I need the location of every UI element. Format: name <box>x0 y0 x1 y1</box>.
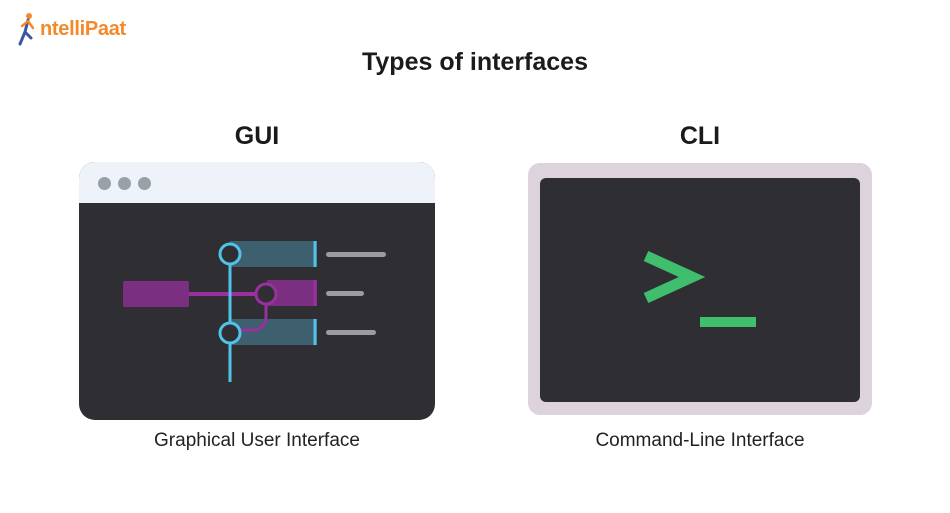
gui-label-line <box>326 291 364 296</box>
logo-wordmark: ntelliPaat <box>40 17 126 40</box>
cli-caption: Command-Line Interface <box>595 430 805 451</box>
window-dot-icon <box>118 177 131 190</box>
gui-label-line <box>326 252 386 257</box>
gui-bar-bottom <box>230 319 317 345</box>
cli-heading: CLI <box>679 122 721 150</box>
gui-titlebar <box>79 162 435 203</box>
gui-label-line <box>326 330 376 335</box>
gui-graph-icon <box>123 241 386 382</box>
gui-heading: GUI <box>234 122 280 150</box>
gui-bar-top <box>230 241 317 267</box>
gui-node <box>218 242 242 266</box>
intellipaat-logo: ntelliPaat <box>16 12 126 46</box>
cli-window-illustration <box>528 163 872 415</box>
terminal-prompt-icon <box>643 250 756 327</box>
window-dot-icon <box>98 177 111 190</box>
runner-figure-icon <box>18 13 35 46</box>
cli-screen <box>540 178 860 402</box>
window-dot-icon <box>138 177 151 190</box>
gui-purple-block <box>123 281 189 307</box>
gui-node <box>254 282 278 306</box>
gui-body <box>79 203 435 420</box>
gui-caption: Graphical User Interface <box>154 430 360 451</box>
gui-window-illustration <box>79 162 435 420</box>
page-title: Types of interfaces <box>361 48 588 76</box>
gui-node <box>218 321 242 345</box>
